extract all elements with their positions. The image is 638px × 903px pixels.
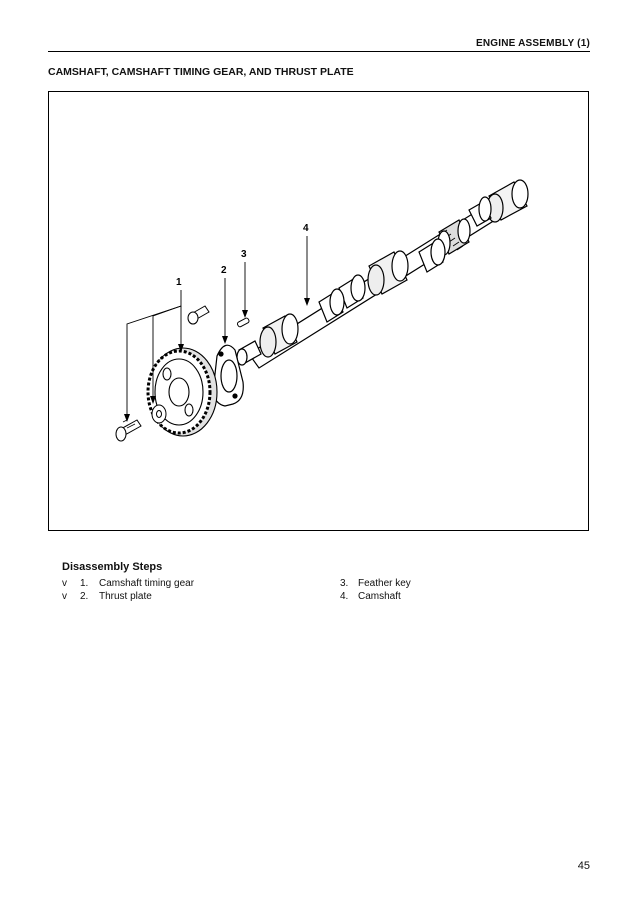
thrust-plate-bolt-part: [187, 305, 210, 325]
disassembly-steps: Disassembly Steps v 1. Camshaft timing g…: [62, 561, 562, 602]
callout-arrowheads: [124, 298, 310, 422]
step-number: 3.: [340, 578, 349, 589]
page-number: 45: [577, 860, 590, 872]
running-header: ENGINE ASSEMBLY (1): [475, 38, 590, 49]
step-label: Feather key: [358, 578, 411, 589]
gear-bolt-part: [115, 419, 142, 442]
step-mark: v: [62, 591, 67, 602]
washer-part: [151, 404, 167, 424]
callout-label-1: 1: [176, 277, 182, 288]
step-label: Thrust plate: [99, 591, 152, 602]
camshaft-illustration: 1 2 3 4: [115, 179, 529, 442]
callout-label-4: 4: [303, 223, 309, 234]
callout-label-3: 3: [241, 249, 247, 260]
header-rule: [48, 51, 590, 52]
step-number: 2.: [80, 591, 89, 602]
callout-label-2: 2: [221, 265, 227, 276]
step-label: Camshaft timing gear: [99, 578, 195, 589]
callout-leaders: [126, 236, 308, 420]
step-number: 4.: [340, 591, 349, 602]
step-label: Camshaft: [358, 591, 401, 602]
disassembly-steps-title: Disassembly Steps: [62, 561, 163, 573]
thrust-plate-part: [212, 344, 244, 407]
step-mark: v: [62, 578, 67, 589]
section-title: CAMSHAFT, CAMSHAFT TIMING GEAR, AND THRU…: [48, 66, 354, 78]
feather-key-part: [236, 317, 250, 328]
exploded-diagram: 1 2 3 4: [48, 91, 589, 531]
step-number: 1.: [80, 578, 89, 589]
camshaft-part: [236, 179, 529, 369]
